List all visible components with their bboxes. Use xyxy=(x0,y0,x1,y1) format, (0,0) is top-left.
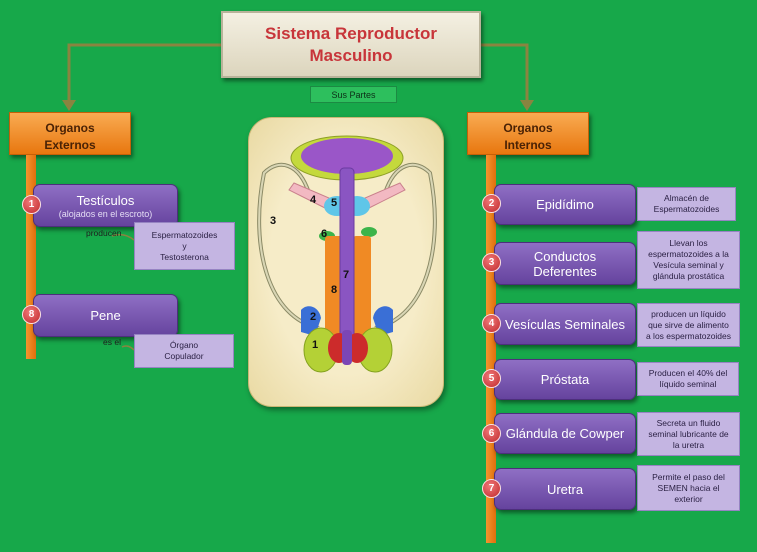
internos-header-line1: Organos xyxy=(503,121,553,135)
externos-header: Organos Externos xyxy=(9,112,131,155)
vesiculas-desc-line3: a los espermatozoides xyxy=(645,330,732,341)
vesiculas-label: Vesículas Seminales xyxy=(505,316,625,332)
uretra-box: Uretra xyxy=(494,468,636,510)
cowper-desc-line1: Secreta un fluido xyxy=(656,417,721,428)
epididimo-desc: Almacén de Espermatozoides xyxy=(637,187,736,221)
testiculos-desc-line2: y xyxy=(182,240,187,251)
cowper-box: Glándula de Cowper xyxy=(494,413,636,454)
testiculos-sublabel: (alojados en el escroto) xyxy=(58,208,153,219)
testiculos-box: Testículos (alojados en el escroto) xyxy=(33,184,178,227)
page-title: Sistema Reproductor Masculino xyxy=(221,11,481,78)
number-badge-1: 1 xyxy=(22,195,41,214)
subtitle-badge: Sus Partes xyxy=(310,86,397,103)
prostata-box: Próstata xyxy=(494,359,636,400)
anatomy-panel: 1 2 3 4 5 6 7 8 xyxy=(248,117,444,407)
diagram-label-1: 1 xyxy=(312,339,319,351)
conductos-desc: Llevan los espermatozoides a la Vesícula… xyxy=(637,231,740,289)
vesiculas-desc-line2: que sirve de alimento xyxy=(648,319,729,330)
vesiculas-box: Vesículas Seminales xyxy=(494,303,636,345)
number-badge-5: 5 xyxy=(482,369,501,388)
diagram-label-4: 4 xyxy=(310,194,317,206)
epididimo-label: Epidídimo xyxy=(536,197,594,212)
title-line-1: Sistema Reproductor xyxy=(265,24,437,43)
number-badge-8: 8 xyxy=(22,305,41,324)
pene-connector: es el xyxy=(103,337,121,347)
testiculos-connector: producen xyxy=(86,228,122,238)
conductos-desc-line4: glándula prostática xyxy=(652,271,725,281)
anatomy-illustration xyxy=(257,135,437,373)
number-badge-3: 3 xyxy=(482,253,501,272)
diagram-label-2: 2 xyxy=(310,311,317,323)
cowper-label: Glándula de Cowper xyxy=(505,426,625,441)
internos-bar xyxy=(486,155,496,543)
diagram-label-3: 3 xyxy=(270,215,277,227)
externos-bar xyxy=(26,155,36,359)
cowper-desc-line2: seminal lubricante de xyxy=(648,428,729,439)
number-badge-7: 7 xyxy=(482,479,501,498)
uretra-desc: Permite el paso del SEMEN hacia el exter… xyxy=(637,465,740,511)
testiculos-label: Testículos xyxy=(76,192,135,208)
uretra-desc-line2: SEMEN hacia el xyxy=(657,482,720,493)
externos-header-line1: Organos xyxy=(45,121,95,135)
cowper-desc-line3: la uretra xyxy=(672,439,705,450)
testiculos-desc-line3: Testosterona xyxy=(160,251,209,262)
pene-desc: Órgano Copulador xyxy=(134,334,234,368)
pene-label: Pene xyxy=(90,308,121,323)
epididimo-box: Epidídimo xyxy=(494,184,636,225)
uretra-desc-line3: exterior xyxy=(674,493,703,504)
diagram-label-5: 5 xyxy=(331,197,338,209)
cowper-desc: Secreta un fluido seminal lubricante de … xyxy=(637,412,740,456)
internos-header-line2: Internos xyxy=(504,138,552,152)
testiculos-desc-line1: Espermatozoides xyxy=(151,229,218,240)
number-badge-2: 2 xyxy=(482,194,501,213)
diagram-label-6: 6 xyxy=(321,228,328,240)
pene-box: Pene xyxy=(33,294,178,337)
testiculos-desc: Espermatozoides y Testosterona xyxy=(134,222,235,270)
conductos-box: Conductos Deferentes xyxy=(494,242,636,285)
number-badge-6: 6 xyxy=(482,424,501,443)
number-badge-4: 4 xyxy=(482,314,501,333)
conductos-desc-line1: Llevan los xyxy=(669,238,708,248)
epididimo-desc-line1: Almacén de xyxy=(664,193,709,203)
uretra-desc-line1: Permite el paso del xyxy=(652,471,725,482)
pene-desc-line1: Órgano xyxy=(169,340,199,350)
conductos-label-line2: Deferentes xyxy=(533,263,597,279)
prostata-desc-line1: Producen el 40% del xyxy=(648,368,728,378)
diagram-label-8: 8 xyxy=(331,284,338,296)
diagram-label-7: 7 xyxy=(343,269,350,281)
prostata-desc: Producen el 40% del líquido seminal xyxy=(637,362,739,396)
vesiculas-desc: producen un líquido que sirve de aliment… xyxy=(637,303,740,347)
title-line-2: Masculino xyxy=(309,46,393,65)
externos-header-line2: Externos xyxy=(44,138,96,152)
epididimo-desc-line2: Espermatozoides xyxy=(653,204,720,214)
pene-desc-line2: Copulador xyxy=(164,351,204,361)
vesiculas-desc-line1: producen un líquido xyxy=(651,308,726,319)
prostata-label: Próstata xyxy=(540,372,590,387)
conductos-desc-line2: espermatozoides a la xyxy=(648,249,729,259)
conductos-label-line1: Conductos xyxy=(533,248,597,264)
uretra-label: Uretra xyxy=(546,481,584,497)
internos-header: Organos Internos xyxy=(467,112,589,155)
prostata-desc-line2: líquido seminal xyxy=(659,379,717,389)
conductos-desc-line3: Vesícula seminal y xyxy=(653,260,724,270)
